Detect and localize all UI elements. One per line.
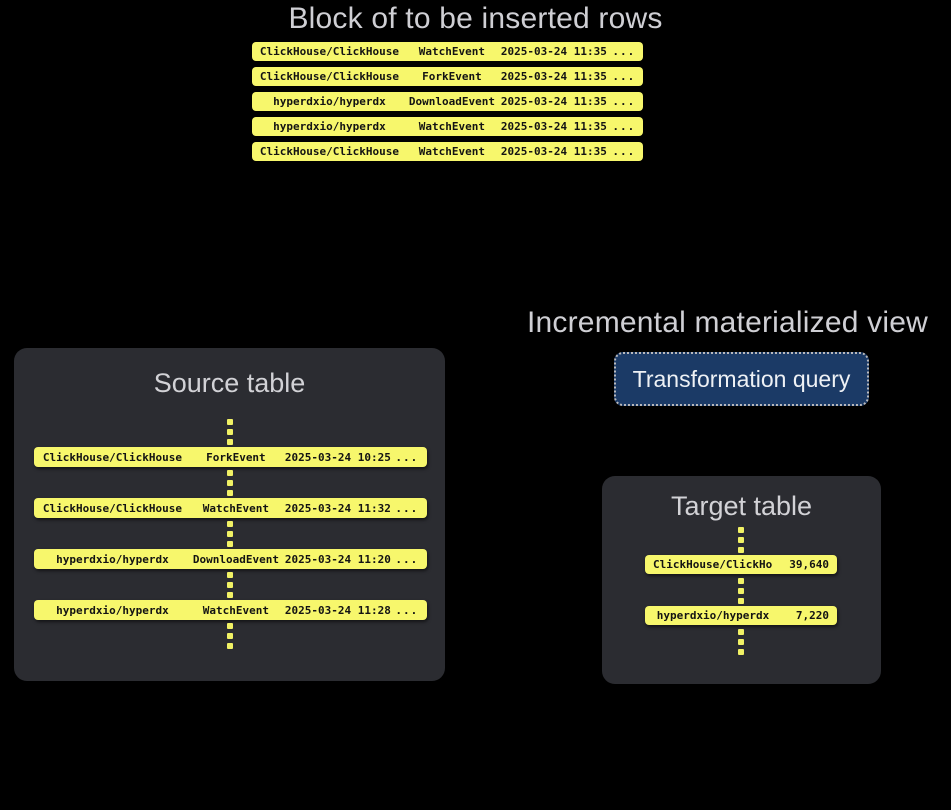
row-more-icon: ... xyxy=(612,95,636,108)
row-repo: ClickHouse/ClickHouse xyxy=(259,145,399,158)
row-event: WatchEvent xyxy=(418,145,486,158)
ellipsis-icon xyxy=(227,623,233,649)
row-more-icon: ... xyxy=(395,450,419,464)
row-event: WatchEvent xyxy=(202,603,269,617)
row-repo: ClickHouse/ClickHouse xyxy=(259,70,399,83)
row-repo: ClickHouse/ClickHouse xyxy=(42,450,182,464)
row-repo: hyperdxio/hyperdx xyxy=(656,609,770,622)
incremental-materialized-view-heading: Incremental materialized view xyxy=(527,306,928,339)
block-row: ClickHouse/ClickHouse ForkEvent 2025-03-… xyxy=(252,67,643,86)
row-count: 39,640 xyxy=(789,558,829,571)
source-table-row: ClickHouse/ClickHouse ForkEvent 2025-03-… xyxy=(34,447,427,467)
row-timestamp: 2025-03-24 11:35:44 xyxy=(500,70,609,83)
target-table-title: Target table xyxy=(670,491,813,521)
row-more-icon: ... xyxy=(612,70,636,83)
row-event: WatchEvent xyxy=(418,45,486,58)
row-repo: hyperdxio/hyperdx xyxy=(273,95,386,108)
row-timestamp: 2025-03-24 10:25:00 xyxy=(284,450,391,464)
row-more-icon: ... xyxy=(395,603,419,617)
ellipsis-icon xyxy=(227,572,233,598)
source-table-row: hyperdxio/hyperdx DownloadEvent 2025-03-… xyxy=(34,549,427,569)
ellipsis-icon xyxy=(227,419,233,445)
ellipsis-icon xyxy=(227,521,233,547)
source-table-title: Source table xyxy=(153,368,306,398)
ellipsis-icon xyxy=(227,470,233,496)
block-row: ClickHouse/ClickHouse WatchEvent 2025-03… xyxy=(252,42,643,61)
block-row: hyperdxio/hyperdx WatchEvent 2025-03-24 … xyxy=(252,117,643,136)
row-repo: hyperdxio/hyperdx xyxy=(273,120,386,133)
block-heading: Block of to be inserted rows xyxy=(288,2,663,35)
row-event: DownloadEvent xyxy=(408,95,495,108)
row-event: ForkEvent xyxy=(206,450,266,464)
row-more-icon: ... xyxy=(395,501,419,515)
row-count: 7,220 xyxy=(795,609,829,622)
ellipsis-icon xyxy=(738,527,744,553)
row-more-icon: ... xyxy=(612,120,636,133)
row-timestamp: 2025-03-24 11:20:12 xyxy=(284,552,391,566)
row-timestamp: 2025-03-24 11:35:40 xyxy=(500,45,609,58)
target-table-row: hyperdxio/hyperdx 7,220 xyxy=(645,606,837,625)
row-repo: ClickHouse/ClickHouse xyxy=(653,558,773,571)
row-event: WatchEvent xyxy=(202,501,269,515)
source-table-row: hyperdxio/hyperdx WatchEvent 2025-03-24 … xyxy=(34,600,427,620)
row-timestamp: 2025-03-24 11:35:52 xyxy=(500,120,609,133)
row-repo: ClickHouse/ClickHouse xyxy=(42,501,182,515)
transformation-query-box[interactable]: Transformation query xyxy=(614,352,869,406)
row-more-icon: ... xyxy=(612,145,636,158)
ellipsis-icon xyxy=(738,629,744,655)
ellipsis-icon xyxy=(738,578,744,604)
row-repo: hyperdxio/hyperdx xyxy=(56,552,169,566)
row-repo: ClickHouse/ClickHouse xyxy=(259,45,399,58)
row-more-icon: ... xyxy=(395,552,419,566)
row-more-icon: ... xyxy=(612,45,636,58)
block-row: hyperdxio/hyperdx DownloadEvent 2025-03-… xyxy=(252,92,643,111)
source-table-row: ClickHouse/ClickHouse WatchEvent 2025-03… xyxy=(34,498,427,518)
target-table-row: ClickHouse/ClickHouse 39,640 xyxy=(645,555,837,574)
row-timestamp: 2025-03-24 11:35:48 xyxy=(500,95,609,108)
row-event: WatchEvent xyxy=(418,120,486,133)
row-timestamp: 2025-03-24 11:35:54 xyxy=(500,145,609,158)
row-event: DownloadEvent xyxy=(192,552,279,566)
row-timestamp: 2025-03-24 11:32:54 xyxy=(284,501,391,515)
row-repo: hyperdxio/hyperdx xyxy=(56,603,169,617)
block-row: ClickHouse/ClickHouse WatchEvent 2025-03… xyxy=(252,142,643,161)
row-timestamp: 2025-03-24 11:28:32 xyxy=(284,603,391,617)
row-event: ForkEvent xyxy=(422,70,482,83)
